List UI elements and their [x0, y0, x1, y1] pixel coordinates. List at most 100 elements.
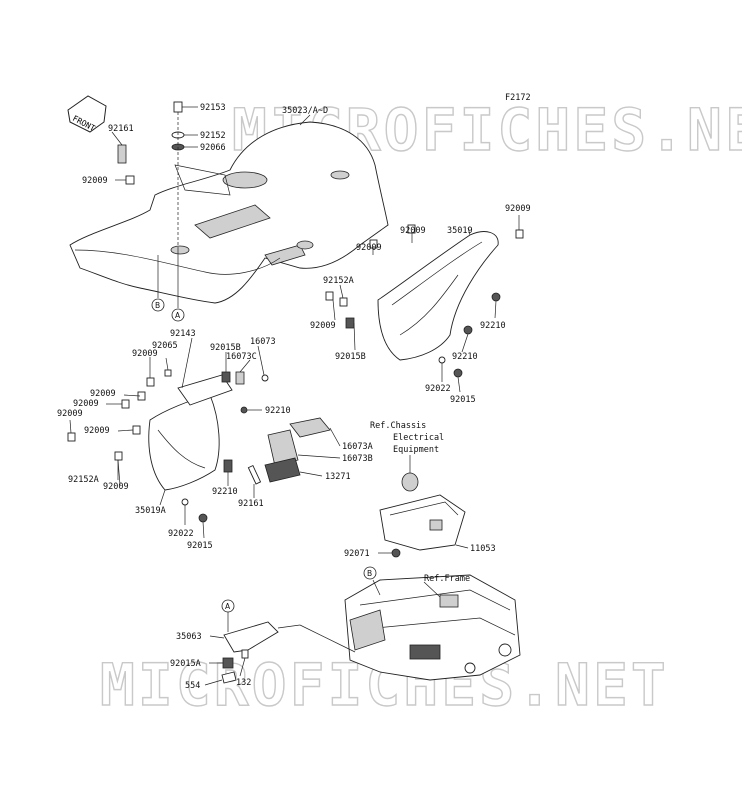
mudguard-35019A [148, 394, 220, 491]
bolt-92009-d-icon [369, 239, 378, 249]
frame-mount-icon [409, 644, 441, 660]
case-connector-icon [429, 519, 443, 531]
fender-hole-3 [296, 240, 314, 250]
label-92015B-l: 92015B [210, 343, 241, 353]
ref-chassis-line2: Electrical [393, 433, 444, 443]
label-92161-l: 92161 [238, 499, 264, 509]
nut-92015-icon [453, 368, 463, 378]
fender-cap [222, 171, 268, 189]
collar-92065-icon [164, 369, 172, 377]
washer-92022-icon [438, 356, 446, 364]
ref-chassis-line3: Equipment [393, 445, 439, 455]
label-92022-r: 92022 [425, 384, 451, 394]
fender-pad [264, 244, 306, 266]
case-11053 [379, 494, 466, 551]
fender-edge [74, 249, 281, 275]
marker-b-frame [363, 566, 377, 580]
nut-92210-b-icon [463, 325, 473, 335]
label-92009-l4: 92009 [57, 409, 83, 419]
marker-b-top-text: B [155, 301, 160, 310]
marker-b-top [151, 298, 165, 312]
label-92015B-r: 92015B [335, 352, 366, 362]
label-92161: 92161 [108, 124, 134, 134]
pad-16073A-icon [289, 417, 331, 438]
rear-fender-assembly [69, 121, 389, 304]
label-92210-l1: 92210 [265, 406, 291, 416]
label-92153: 92153 [200, 103, 226, 113]
label-11053: 11053 [470, 544, 496, 554]
label-92009-r2: 92009 [400, 226, 426, 236]
ref-chassis-line1: Ref.Chassis [370, 421, 426, 431]
front-arrow-icon: FRONT [67, 95, 107, 133]
label-16073C: 16073C [226, 352, 257, 362]
label-13271: 13271 [325, 472, 351, 482]
frame-bushing-2-icon [464, 662, 476, 674]
bracket-assembly [221, 621, 279, 684]
frame-bushing-icon [498, 643, 512, 657]
bolt-92009-g-icon [121, 399, 130, 409]
marker-a-bottom-text: A [225, 602, 231, 611]
washer-16073-icon [261, 374, 269, 382]
rear-fender [69, 121, 389, 304]
label-92015-l: 92015 [187, 541, 213, 551]
label-92210-r2: 92210 [452, 352, 478, 362]
nut-92210-icon [491, 292, 501, 302]
figure-code: F2172 [505, 93, 531, 103]
label-92015-r: 92015 [450, 395, 476, 405]
label-92009-top: 92009 [82, 176, 108, 186]
nut-92015-b-icon [198, 513, 208, 523]
label-92009-l5: 92009 [84, 426, 110, 436]
label-92065: 92065 [152, 341, 178, 351]
label-92152A-r: 92152A [323, 276, 354, 286]
label-554: 554 [185, 681, 200, 691]
label-92066: 92066 [200, 143, 226, 153]
pad-16073B-icon [267, 429, 299, 467]
relay-icon [401, 472, 419, 492]
frame-plate-icon [349, 609, 386, 651]
label-92015A: 92015A [170, 659, 201, 669]
pad-16073C-icon [235, 371, 245, 385]
label-92009-r1: 92009 [505, 204, 531, 214]
label-92009-l2: 92009 [90, 389, 116, 399]
bolt-92009-icon [125, 175, 135, 185]
label-92071: 92071 [344, 549, 370, 559]
reflector-13271-icon [264, 457, 301, 483]
clip-92015B-b-icon [221, 371, 231, 383]
label-92009-r3: 92009 [356, 243, 382, 253]
electrical-case [379, 472, 466, 558]
marker-b-frame-text: B [367, 569, 372, 578]
bolt-92009-c-icon [407, 224, 416, 234]
label-92009-l1: 92009 [132, 349, 158, 359]
bolt-92009-i-icon [67, 432, 76, 442]
bolt-92009-j-icon [132, 425, 141, 435]
collar-92152A-b-icon [114, 451, 123, 461]
marker-a-top-text: A [175, 311, 181, 320]
mudguard-35019 [377, 231, 499, 361]
label-92009-r4: 92009 [310, 321, 336, 331]
nut-92210-d-icon [223, 459, 233, 473]
fender-hole [170, 245, 190, 255]
bolt-stack [117, 101, 185, 250]
bolt-92009-b-icon [515, 229, 524, 239]
label-132: 132 [236, 678, 251, 688]
frame-bracket-icon [439, 594, 459, 608]
right-mudguard [325, 224, 524, 378]
nut-92071-icon [391, 548, 401, 558]
nut-92210-c-icon [240, 406, 248, 414]
label-92152A-l: 92152A [68, 475, 99, 485]
fender-top-panel [174, 164, 231, 196]
label-92143: 92143 [170, 329, 196, 339]
bolt-132-icon [241, 649, 249, 659]
ref-frame: Ref.Frame [424, 574, 470, 584]
plate-92161-icon [117, 144, 127, 164]
label-16073: 16073 [250, 337, 276, 347]
bolt-92153-icon [173, 101, 183, 113]
bolt-92009-f-icon [146, 377, 155, 387]
fender-recess [194, 204, 271, 239]
left-mudguard [67, 369, 269, 523]
label-16073B: 16073B [342, 454, 373, 464]
clip-554-icon [221, 671, 237, 684]
clip-92015B-icon [345, 317, 355, 329]
marker-a-top [171, 308, 185, 322]
